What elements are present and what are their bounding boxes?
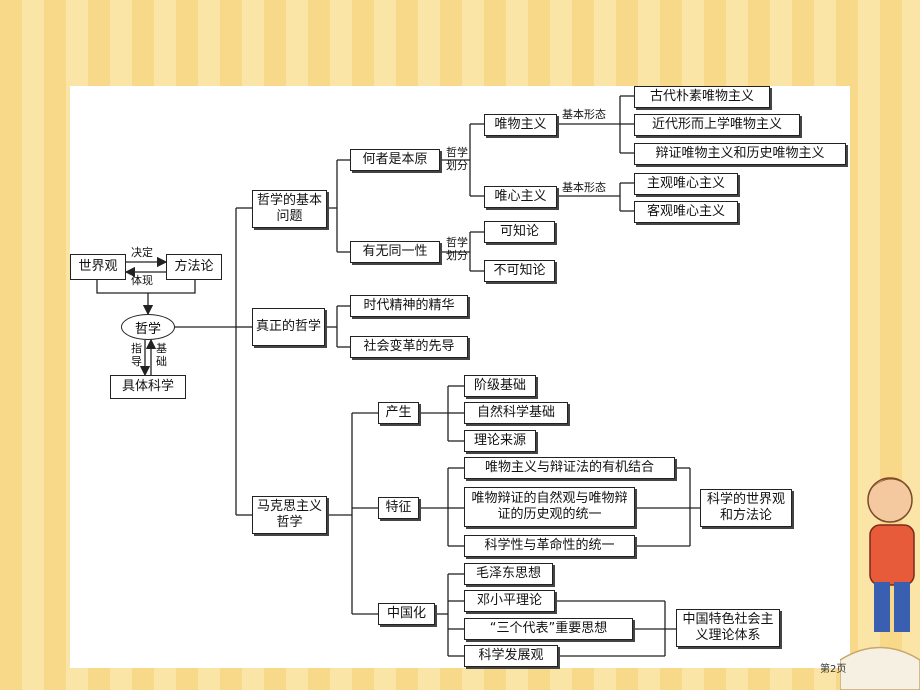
idealism-form-1: 主观唯心主义 bbox=[634, 173, 738, 195]
feature-item-1: 唯物主义与辩证法的有机结合 bbox=[464, 457, 675, 479]
materialism-box: 唯物主义 bbox=[484, 114, 557, 136]
page-number: 第2页 bbox=[820, 664, 847, 675]
true-phil-item-2: 社会变革的先导 bbox=[350, 336, 468, 358]
origin-item-2: 自然科学基础 bbox=[464, 402, 568, 424]
origin-box: 产生 bbox=[378, 402, 419, 424]
specific-science-box: 具体科学 bbox=[110, 375, 186, 399]
sin-result-box: 中国特色社会主义理论体系 bbox=[676, 609, 780, 647]
worldview-box: 世界观 bbox=[70, 254, 126, 280]
feature-item-3: 科学性与革命性的统一 bbox=[464, 535, 635, 557]
origin-item-1: 阶级基础 bbox=[464, 375, 536, 397]
guides-label: 指导 bbox=[131, 342, 142, 368]
true-philosophy-box: 真正的哲学 bbox=[252, 308, 325, 346]
division-label-1: 哲学划分 bbox=[446, 146, 468, 172]
marxism-box: 马克思主义哲学 bbox=[252, 496, 327, 534]
feature-item-2: 唯物辩证的自然观与唯物辩证的历史观的统一 bbox=[464, 487, 635, 527]
basic-form-label-2: 基本形态 bbox=[562, 181, 606, 194]
sin-item-3: “三个代表”重要思想 bbox=[464, 618, 633, 640]
sin-item-1: 毛泽东思想 bbox=[464, 563, 553, 585]
idealism-box: 唯心主义 bbox=[484, 186, 557, 208]
feature-result-box: 科学的世界观和方法论 bbox=[700, 489, 792, 527]
methodology-box: 方法论 bbox=[166, 254, 222, 280]
unknowable-box: 不可知论 bbox=[484, 260, 555, 282]
materialism-form-3: 辩证唯物主义和历史唯物主义 bbox=[634, 143, 846, 165]
sin-item-4: 科学发展观 bbox=[464, 645, 558, 667]
basis-label: 基础 bbox=[156, 342, 167, 368]
cartoon-kid-icon bbox=[840, 477, 920, 690]
philosophy-oval: 哲学 bbox=[121, 314, 175, 340]
knowable-box: 可知论 bbox=[484, 221, 555, 243]
embodies-label: 体现 bbox=[131, 274, 153, 287]
true-phil-item-1: 时代精神的精华 bbox=[350, 295, 468, 317]
identity-question-box: 有无同一性 bbox=[350, 241, 440, 263]
sinicization-box: 中国化 bbox=[378, 603, 435, 625]
materialism-form-2: 近代形而上学唯物主义 bbox=[634, 114, 800, 136]
basic-form-label-1: 基本形态 bbox=[562, 108, 606, 121]
origin-item-3: 理论来源 bbox=[464, 430, 536, 452]
idealism-form-2: 客观唯心主义 bbox=[634, 201, 738, 223]
division-label-2: 哲学划分 bbox=[446, 236, 468, 262]
materialism-form-1: 古代朴素唯物主义 bbox=[634, 86, 770, 108]
origin-question-box: 何者是本原 bbox=[350, 149, 440, 171]
basic-question-box: 哲学的基本问题 bbox=[252, 190, 327, 228]
sin-item-2: 邓小平理论 bbox=[464, 590, 555, 612]
decides-label: 决定 bbox=[131, 246, 153, 259]
feature-box: 特征 bbox=[378, 497, 419, 519]
